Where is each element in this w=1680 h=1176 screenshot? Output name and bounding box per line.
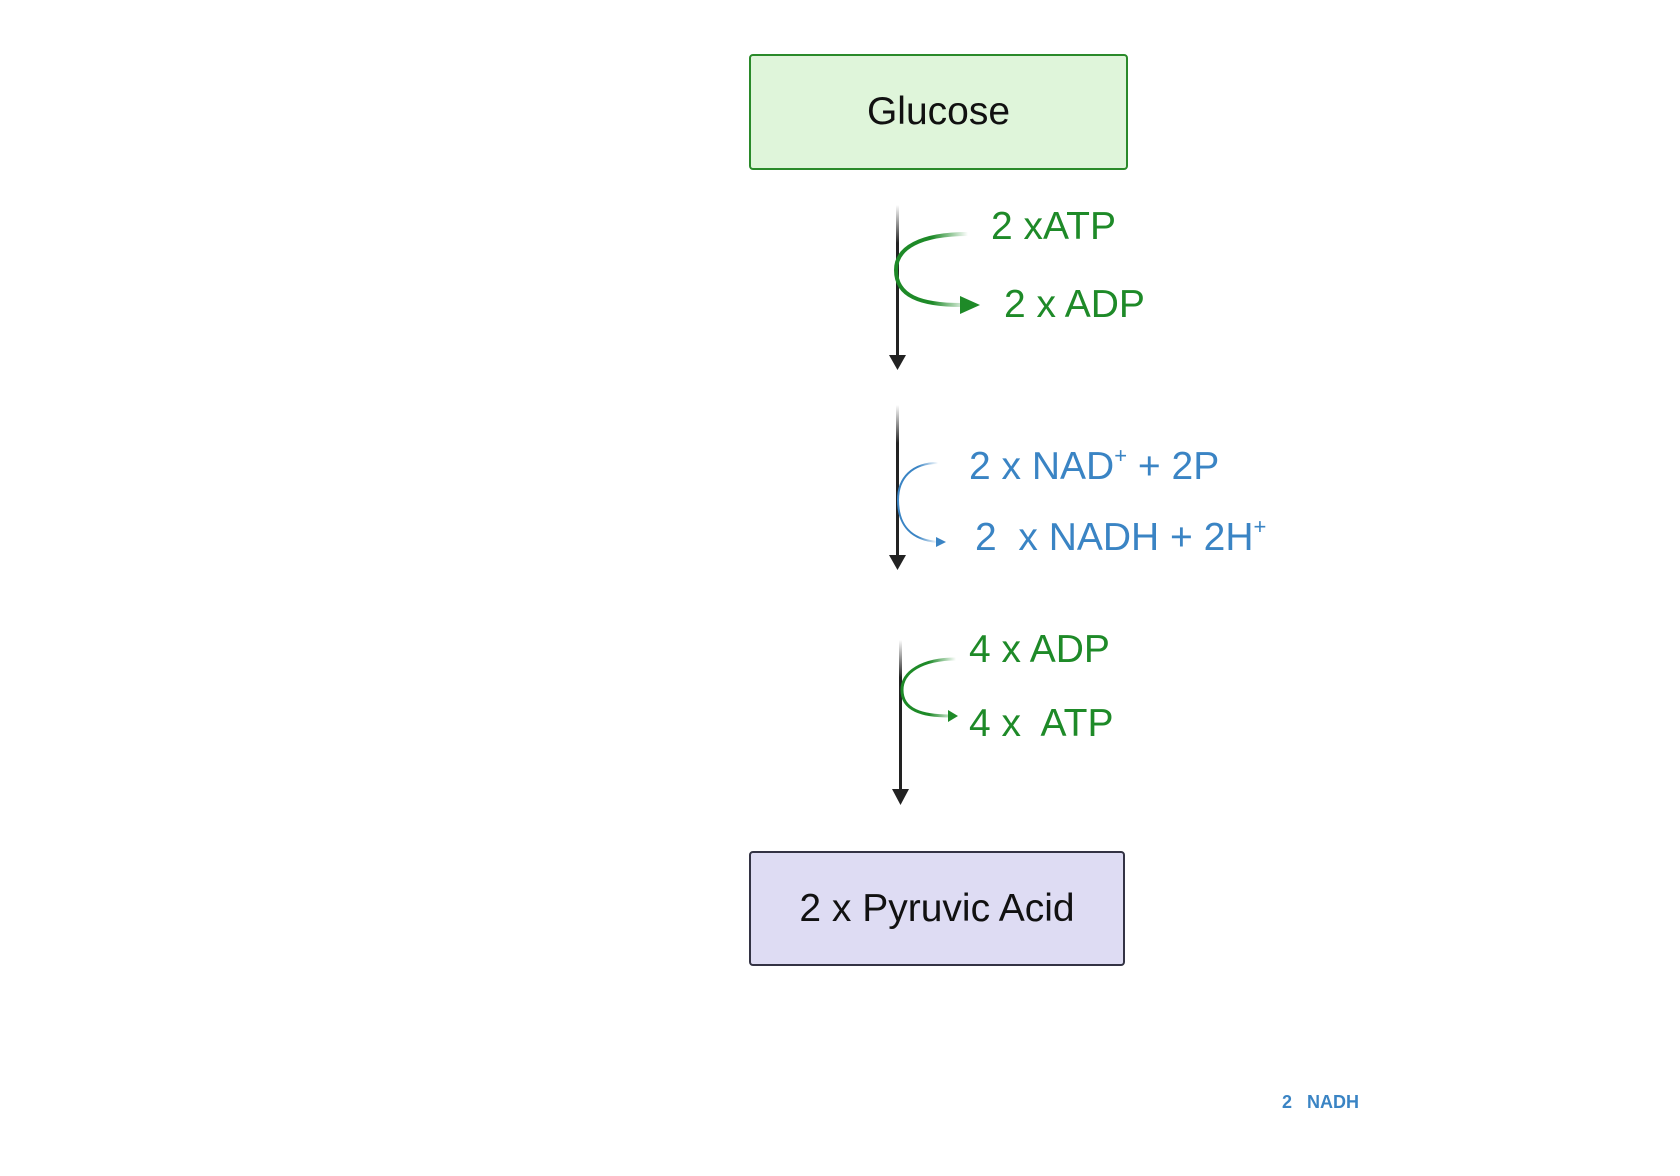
step2-side-arrow	[896, 462, 946, 547]
footer-nadh-note: 2 NADH	[1282, 1092, 1360, 1112]
step3-side-arrow	[900, 657, 958, 722]
step2-input-main: 2 x NAD	[969, 445, 1115, 488]
step2-output-label: 2 x NADH + 2H+	[975, 516, 1266, 559]
step1-output-label: 2 x ADP	[1004, 283, 1145, 326]
step2-output-main: 2 x NADH + 2H	[975, 516, 1254, 559]
glucose-label: Glucose	[866, 90, 1011, 133]
step1-input-label: 2 xATP	[991, 205, 1116, 248]
glucose-box: Glucose	[749, 54, 1128, 170]
step2-main-arrow	[889, 405, 906, 570]
step2-input-label: 2 x NAD+ + 2P	[969, 445, 1220, 488]
step3-main-arrow	[892, 640, 909, 805]
pyruvic-acid-box: 2 x Pyruvic Acid	[749, 851, 1125, 966]
step2-output-sup: +	[1253, 514, 1267, 539]
step3-output-label: 4 x ATP	[969, 702, 1114, 745]
step2-input-tail: + 2P	[1127, 445, 1220, 488]
step3-input-label: 4 x ADP	[969, 628, 1110, 671]
step2-input-sup: +	[1114, 443, 1128, 468]
step1-side-arrow	[893, 232, 980, 314]
pyruvic-acid-label: 2 x Pyruvic Acid	[799, 886, 1075, 930]
